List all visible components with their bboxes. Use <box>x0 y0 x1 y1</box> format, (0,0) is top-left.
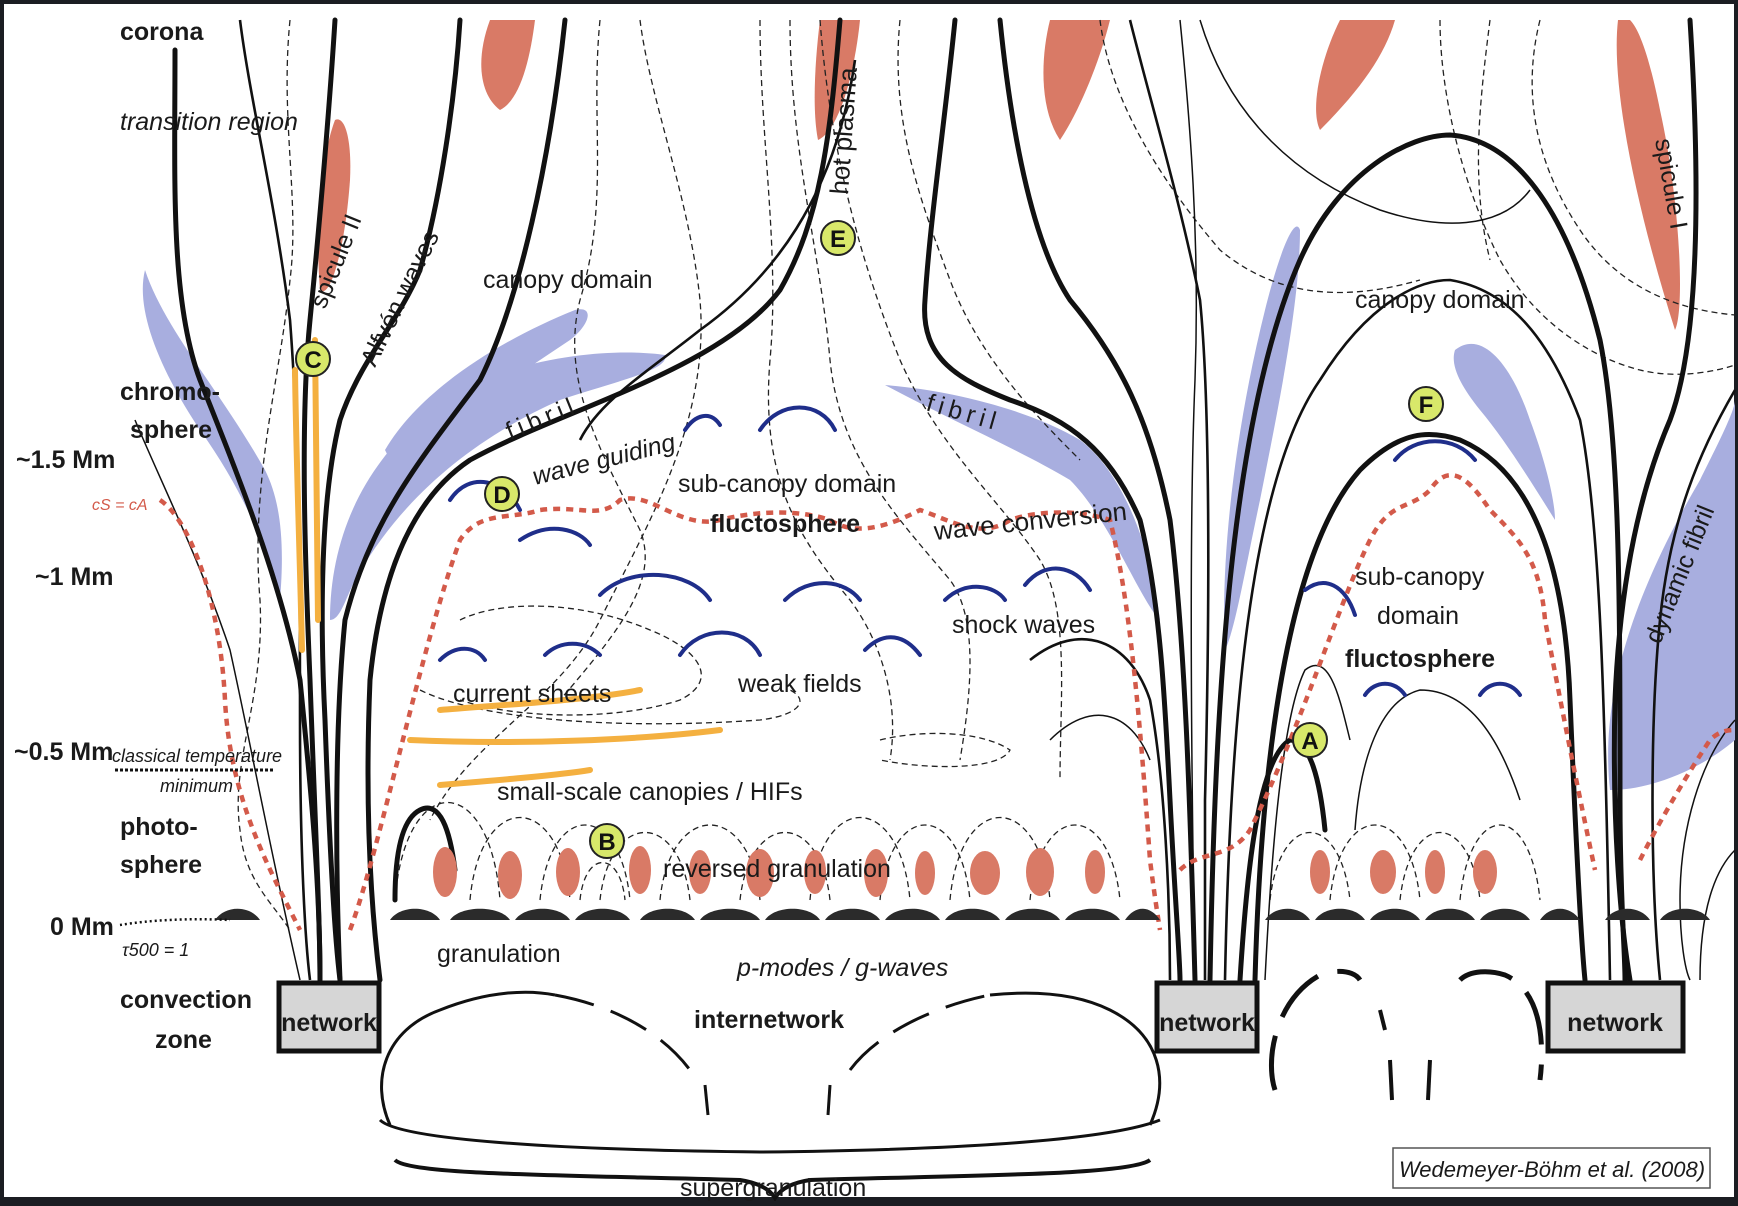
network-label-left: network <box>281 1009 377 1037</box>
height-0-5mm: ~0.5 Mm <box>14 738 113 766</box>
svg-text:A: A <box>1301 728 1318 755</box>
layer-photosphere-1: photo- <box>120 813 198 841</box>
label-shock-waves: shock waves <box>952 611 1095 639</box>
label-supergranulation: supergranulation <box>680 1174 866 1201</box>
height-0mm: 0 Mm <box>50 913 114 941</box>
label-sub-canopy-right-2: domain <box>1377 602 1459 630</box>
credit-text: Wedemeyer-Böhm et al. (2008) <box>1399 1157 1705 1182</box>
marker-c: C <box>296 342 330 376</box>
label-internetwork: internetwork <box>694 1006 844 1034</box>
label-current-sheets: current sheets <box>453 680 611 708</box>
svg-text:C: C <box>304 347 321 374</box>
layer-transition-region: transition region <box>120 108 298 136</box>
label-fluctosphere-right: fluctosphere <box>1345 645 1495 673</box>
marker-b: B <box>590 824 624 858</box>
temperature-minimum-label: minimum <box>160 776 233 796</box>
tau500-label: τ500 = 1 <box>122 940 189 960</box>
label-canopy-domain-left: canopy domain <box>483 266 653 294</box>
label-fluctosphere-left: fluctosphere <box>710 510 860 538</box>
layer-chromosphere-2: sphere <box>130 416 212 444</box>
classical-temperature-label: classical temperature <box>112 746 282 766</box>
label-canopy-domain-right: canopy domain <box>1355 286 1525 314</box>
layer-convection-zone-2: zone <box>155 1026 212 1054</box>
height-1-5mm: ~1.5 Mm <box>16 446 115 474</box>
layer-convection-zone-1: convection <box>120 986 252 1014</box>
label-granulation: granulation <box>437 940 561 968</box>
marker-f: F <box>1409 387 1443 421</box>
svg-text:E: E <box>830 226 846 253</box>
marker-d: D <box>485 477 519 511</box>
svg-text:B: B <box>598 829 615 856</box>
network-label-right: network <box>1567 1009 1663 1037</box>
height-1mm: ~1 Mm <box>35 563 114 591</box>
cs-ca-label: cS = cA <box>92 497 148 514</box>
label-weak-fields: weak fields <box>737 670 862 698</box>
credit-box: Wedemeyer-Böhm et al. (2008) <box>1393 1148 1710 1188</box>
marker-e: E <box>821 221 855 255</box>
network-label-center: network <box>1159 1009 1255 1037</box>
label-sub-canopy-domain-left: sub-canopy domain <box>678 470 896 498</box>
layer-chromosphere-1: chromo- <box>120 378 220 406</box>
label-p-modes: p-modes / g-waves <box>736 954 948 982</box>
svg-text:F: F <box>1419 392 1434 419</box>
label-sub-canopy-right-1: sub-canopy <box>1355 563 1485 591</box>
layer-corona: corona <box>120 18 204 46</box>
label-reversed-granulation: reversed granulation <box>663 855 891 883</box>
label-small-scale-canopies: small-scale canopies / HIFs <box>497 778 803 806</box>
panel-background <box>4 4 1734 1197</box>
layer-photosphere-2: sphere <box>120 851 202 879</box>
svg-text:D: D <box>493 482 510 509</box>
marker-a: A <box>1293 723 1327 757</box>
